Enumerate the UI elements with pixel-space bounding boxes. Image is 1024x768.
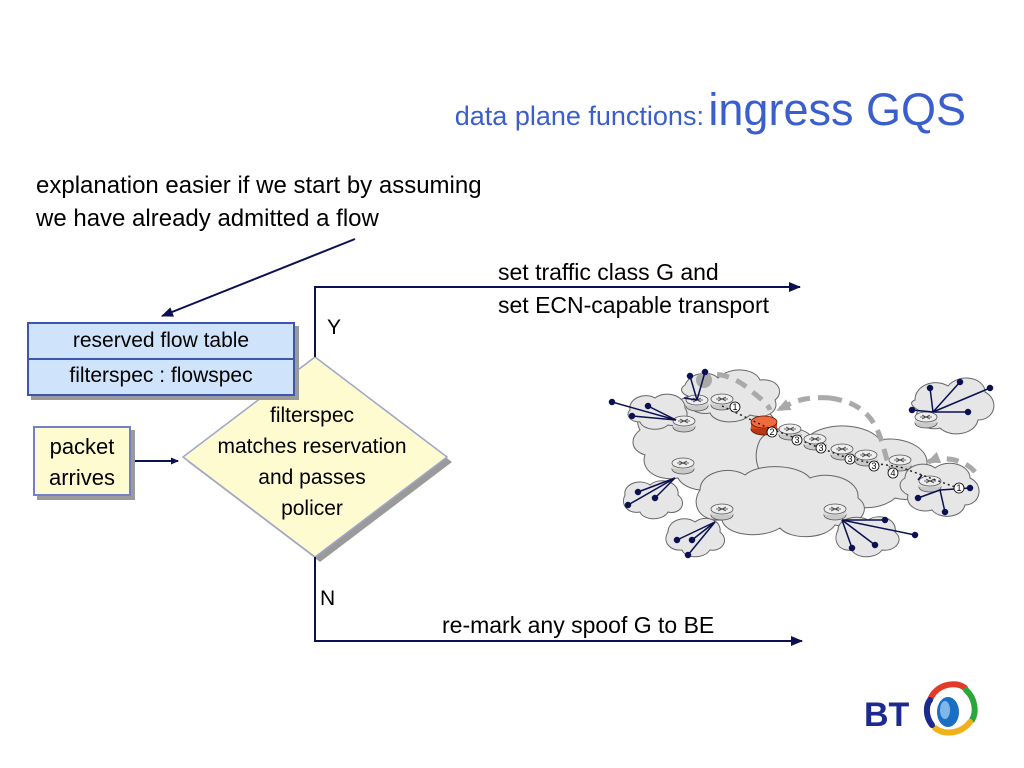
bt-globe-icon [923,681,978,736]
explanation-note: explanation easier if we start by assumi… [36,169,482,235]
slide-title: data plane functions: ingress GQS [455,84,966,136]
table-row: filterspec : flowspec [69,364,253,387]
decision-line-3: and passes [258,466,366,489]
reserved-flow-table: reserved flow table filterspec : flowspe… [27,322,295,396]
yes-branch-line [314,282,801,357]
yes-action: set traffic class G and set ECN-capable … [498,256,769,322]
yes-action-line-2: set ECN-capable transport [498,292,770,318]
no-action: re-mark any spoof G to BE [442,612,715,638]
packet-line-1: packet [49,434,115,459]
decision-line-4: policer [281,497,343,520]
packet-line-2: arrives [48,465,115,490]
title-main: ingress GQS [708,84,966,135]
network-number-2: 2 [769,427,774,437]
decision-line-1: filterspec [269,404,355,427]
decision-text: filterspec matches reservation and passe… [186,400,438,524]
network-number-3a: 3 [794,435,799,445]
note-line-1: explanation easier if we start by assumi… [36,172,482,199]
title-prefix: data plane functions: [454,101,704,131]
bt-logo: BT [864,681,978,736]
network-number-3b: 3 [818,443,823,453]
network-number-3c: 3 [847,454,852,464]
network-number-4: 4 [890,468,895,478]
yes-label: Y [327,316,342,339]
table-header: reserved flow table [29,324,293,360]
note-line-2: we have already admitted a flow [36,205,379,232]
yes-action-line-1: set traffic class G and [498,259,719,285]
network-number-1a: 1 [732,402,737,412]
network-number-3d: 3 [871,461,876,471]
no-label: N [320,587,336,610]
decision-line-2: matches reservation [217,435,407,458]
no-branch-line [314,557,803,646]
note-arrow [161,238,356,317]
network-illustration: 1 2 3 3 3 3 4 1 [608,368,995,559]
bt-logo-text: BT [864,696,910,734]
network-number-1b: 1 [956,483,961,493]
packet-arrives-box: packet arrives [33,426,131,496]
